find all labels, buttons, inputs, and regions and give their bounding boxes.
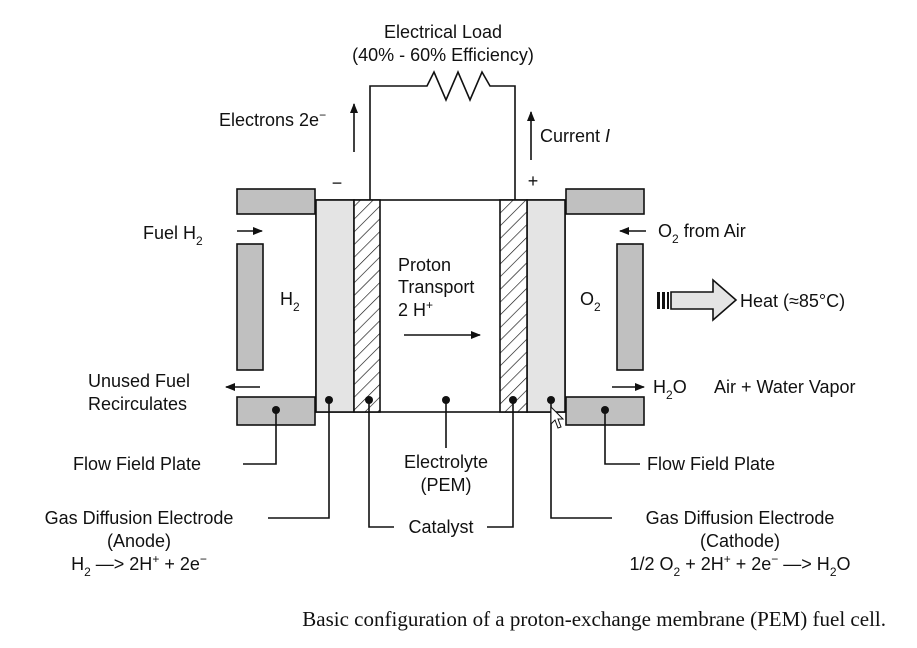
anode-leader xyxy=(268,400,330,519)
load-title: Electrical Load xyxy=(384,22,502,42)
cathode-catalyst-leader xyxy=(487,400,514,528)
cursor-pointer-icon xyxy=(550,405,565,429)
negative-terminal: − xyxy=(332,173,343,193)
anode-gas-diffusion-electrode xyxy=(315,199,355,413)
electrons-label: Electrons 2e− xyxy=(219,108,326,130)
cathode-leader xyxy=(550,400,612,519)
proton-label-line3: 2 H+ xyxy=(398,298,433,320)
cathode-gas-diffusion-electrode xyxy=(526,199,566,413)
o2-from-air-label: O2 from Air xyxy=(658,221,746,246)
anode-label-line2: (Anode) xyxy=(107,531,171,551)
anode-label-line1: Gas Diffusion Electrode xyxy=(45,508,234,528)
fuel-h2-label: Fuel H2 xyxy=(143,223,203,248)
catalyst-label: Catalyst xyxy=(408,517,473,537)
air-water-vapor-label: Air + Water Vapor xyxy=(714,377,856,397)
proton-label-line1: Proton xyxy=(398,255,451,275)
right-flow-plate-middle xyxy=(616,243,644,371)
unused-fuel-line2: Recirculates xyxy=(88,394,187,414)
external-circuit-wire xyxy=(369,69,516,200)
cathode-o2-label: O2 xyxy=(580,289,601,314)
current-label: Current I xyxy=(540,126,610,146)
figure-caption: Basic configuration of a proton-exchange… xyxy=(302,607,886,631)
positive-terminal: + xyxy=(528,171,539,191)
proton-label-line2: Transport xyxy=(398,277,474,297)
heat-label: Heat (≈85°C) xyxy=(740,291,845,311)
electrolyte-label-line1: Electrolyte xyxy=(404,452,488,472)
unused-fuel-line1: Unused Fuel xyxy=(88,371,190,391)
left-flow-plate-middle xyxy=(236,243,264,371)
cathode-label-line1: Gas Diffusion Electrode xyxy=(646,508,835,528)
anode-catalyst-leader xyxy=(368,400,394,528)
left-plate-leader xyxy=(243,410,277,465)
load-efficiency: (40% - 60% Efficiency) xyxy=(352,45,534,65)
left-flow-field-plate-label: Flow Field Plate xyxy=(73,454,201,474)
right-flow-plate-top xyxy=(565,188,645,215)
h2o-label: H2O xyxy=(653,377,687,402)
anode-reaction: H2 —> 2H+ + 2e− xyxy=(71,552,207,579)
cathode-reaction: 1/2 O2 + 2H+ + 2e− —> H2O xyxy=(629,552,850,579)
cathode-label-line2: (Cathode) xyxy=(700,531,780,551)
anode-h2-label: H2 xyxy=(280,289,300,314)
cathode-catalyst-layer xyxy=(499,199,528,413)
left-flow-plate-top xyxy=(236,188,316,215)
heat-arrow xyxy=(657,278,738,322)
electrolyte-label-line2: (PEM) xyxy=(421,475,472,495)
right-flow-field-plate-label: Flow Field Plate xyxy=(647,454,775,474)
anode-catalyst-layer xyxy=(353,199,381,413)
right-plate-leader xyxy=(604,410,640,465)
